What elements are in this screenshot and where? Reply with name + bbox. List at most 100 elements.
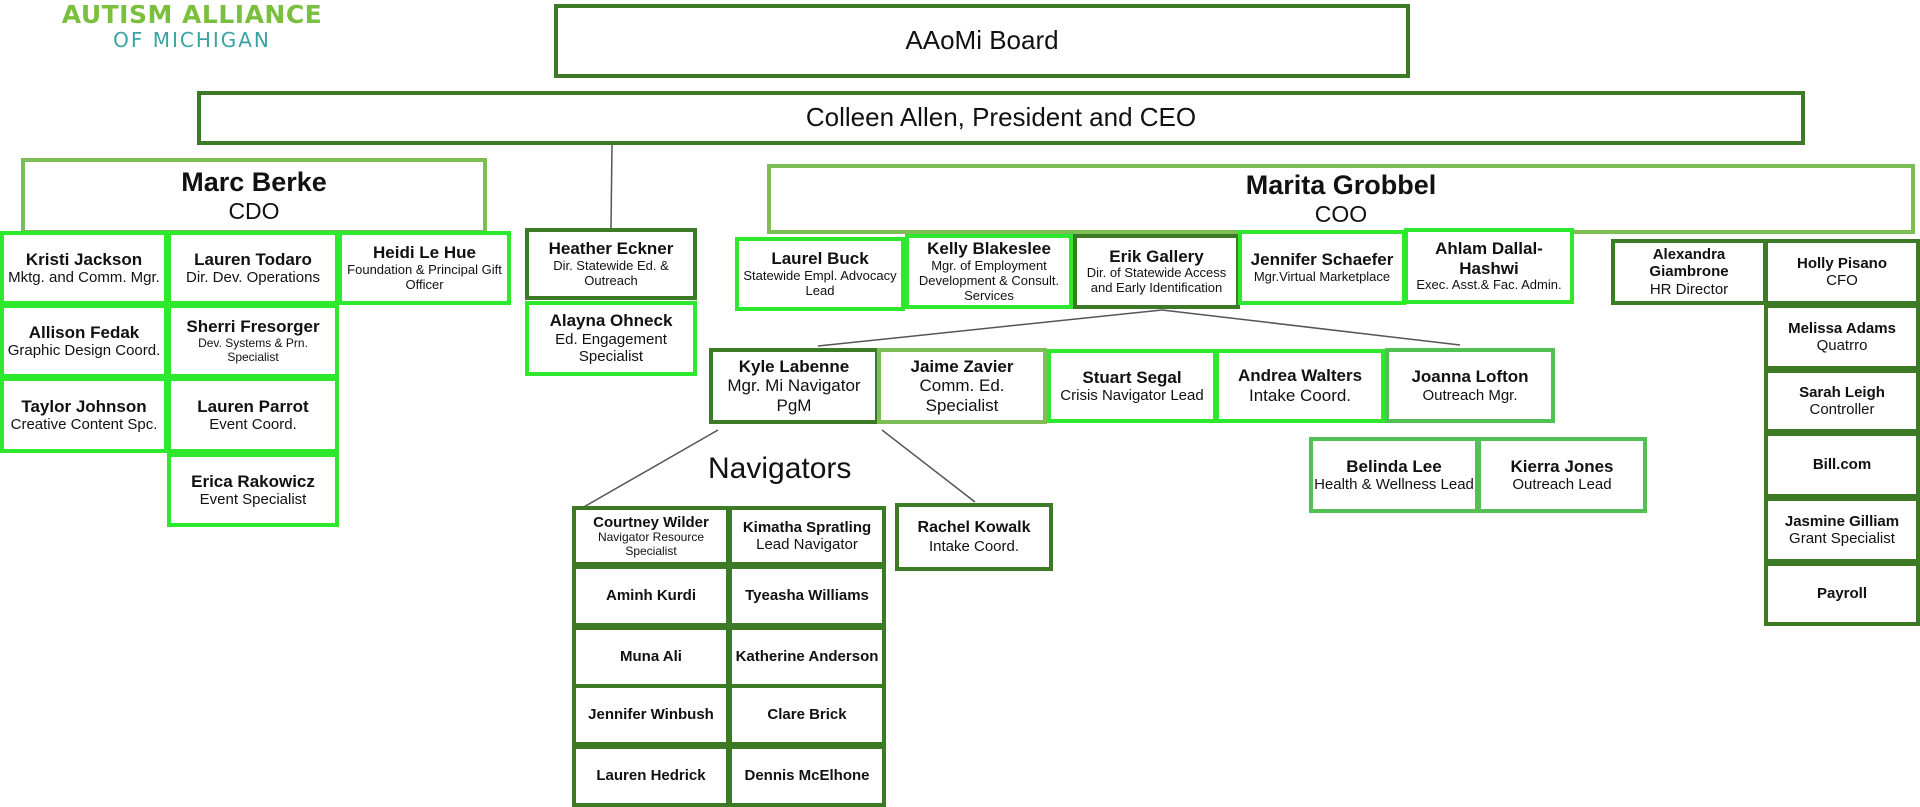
- kimatha-spratling-title: Lead Navigator: [756, 536, 858, 553]
- muna-ali-box: Muna Ali: [572, 626, 730, 688]
- sherri-fresorger-title: Dev. Systems & Prn. Specialist: [198, 335, 308, 364]
- jennifer-schaefer-box: Jennifer Schaefer Mgr.Virtual Marketplac…: [1238, 230, 1406, 305]
- ahlam-dallal-hashwi-title: Exec. Asst.& Fac. Admin.: [1416, 277, 1562, 293]
- melissa-adams-title: Quatrro: [1816, 337, 1868, 354]
- coo-box: Marita Grobbel COO: [767, 164, 1915, 234]
- alayna-ohneck-title: Ed. Engagement Specialist: [555, 331, 667, 366]
- jaime-zavier-title: Comm. Ed. Specialist: [919, 376, 1005, 415]
- sarah-leigh-title: Controller: [1809, 401, 1875, 418]
- cdo-title: CDO: [228, 198, 280, 225]
- joanna-lofton-box: Joanna Lofton Outreach Mgr.: [1385, 348, 1555, 423]
- kristi-jackson-name: Kristi Jackson: [25, 249, 143, 269]
- alexandra-giambrone-title: HR Director: [1649, 280, 1729, 298]
- alexandra-giambrone-name: Alexandra Giambrone: [1649, 246, 1729, 281]
- payroll-box: Payroll: [1764, 562, 1920, 626]
- alayna-ohneck-name: Alayna Ohneck: [549, 311, 673, 331]
- courtney-wilder-box: Courtney Wilder Navigator Resource Speci…: [572, 506, 730, 566]
- payroll-name: Payroll: [1816, 585, 1868, 603]
- heather-eckner-name: Heather Eckner: [548, 239, 674, 259]
- lauren-hedrick-box: Lauren Hedrick: [572, 745, 730, 807]
- aminh-kurdi-name: Aminh Kurdi: [606, 587, 696, 605]
- billcom-name: Bill.com: [1812, 456, 1872, 474]
- sherri-fresorger-box: Sherri Fresorger Dev. Systems & Prn. Spe…: [167, 304, 339, 378]
- muna-ali-name: Muna Ali: [620, 648, 682, 666]
- ahlam-dallal-hashwi-name: Ahlam Dallal-Hashwi: [1435, 238, 1543, 278]
- autism-alliance-logo: AUTISM ALLIANCE OF MICHIGAN: [52, 2, 332, 50]
- logo-line-2: OF MICHIGAN: [113, 28, 271, 52]
- dennis-mcelhone-box: Dennis McElhone: [728, 745, 886, 807]
- jennifer-winbush-box: Jennifer Winbush: [572, 684, 730, 746]
- lauren-todaro-box: Lauren Todaro Dir. Dev. Operations: [167, 231, 339, 305]
- billcom-box: Bill.com: [1764, 432, 1920, 498]
- dennis-mcelhone-name: Dennis McElhone: [744, 767, 870, 785]
- kyle-to-rachel-line: [881, 429, 976, 503]
- kyle-to-courtney-line: [581, 429, 719, 509]
- courtney-wilder-title: Navigator Resource Specialist: [597, 529, 705, 558]
- kierra-jones-box: Kierra Jones Outreach Lead: [1477, 437, 1647, 513]
- holly-pisano-title: CFO: [1826, 272, 1858, 289]
- ceo-to-education-line: [610, 144, 613, 229]
- heather-eckner-box: Heather Eckner Dir. Statewide Ed. & Outr…: [525, 228, 697, 300]
- lauren-parrot-title: Event Coord.: [209, 416, 297, 434]
- lauren-hedrick-name: Lauren Hedrick: [596, 767, 706, 785]
- kyle-labenne-box: Kyle Labenne Mgr. Mi Navigator PgM: [709, 348, 879, 424]
- kelly-blakeslee-box: Kelly Blakeslee Mgr. of Employment Devel…: [905, 234, 1073, 309]
- cdo-name: Marc Berke: [181, 167, 327, 198]
- kelly-blakeslee-name: Kelly Blakeslee: [927, 239, 1051, 259]
- coo-name: Marita Grobbel: [1245, 170, 1437, 201]
- laurel-buck-title: Statewide Empl. Advocacy Lead: [743, 267, 897, 298]
- andrea-walters-title: Intake Coord.: [1248, 386, 1352, 405]
- kristi-jackson-box: Kristi Jackson Mktg. and Comm. Mgr.: [0, 231, 168, 305]
- tyeasha-williams-box: Tyeasha Williams: [728, 565, 886, 627]
- lauren-todaro-title: Dir. Dev. Operations: [186, 269, 320, 287]
- kristi-jackson-title: Mktg. and Comm. Mgr.: [8, 269, 160, 287]
- jennifer-schaefer-name: Jennifer Schaefer: [1250, 250, 1394, 270]
- taylor-johnson-box: Taylor Johnson Creative Content Spc.: [0, 377, 168, 453]
- joanna-lofton-name: Joanna Lofton: [1411, 367, 1529, 387]
- heidi-le-hue-name: Heidi Le Hue: [373, 243, 476, 263]
- logo-line-1: AUTISM ALLIANCE: [61, 0, 323, 29]
- melissa-adams-box: Melissa Adams Quatrro: [1764, 304, 1920, 370]
- kyle-labenne-name: Kyle Labenne: [738, 356, 850, 376]
- heather-eckner-title: Dir. Statewide Ed. & Outreach: [553, 257, 669, 288]
- laurel-buck-box: Laurel Buck Statewide Empl. Advocacy Lea…: [735, 237, 905, 311]
- sarah-leigh-box: Sarah Leigh Controller: [1764, 369, 1920, 433]
- lauren-parrot-box: Lauren Parrot Event Coord.: [167, 377, 339, 453]
- laurel-buck-name: Laurel Buck: [771, 249, 869, 269]
- kimatha-spratling-name: Kimatha Spratling: [742, 518, 872, 536]
- heidi-le-hue-box: Heidi Le Hue Foundation & Principal Gift…: [338, 231, 511, 305]
- melissa-adams-name: Melissa Adams: [1788, 319, 1896, 337]
- rachel-kowalk-box: Rachel Kowalk Intake Coord.: [895, 503, 1053, 571]
- allison-fedak-box: Allison Fedak Graphic Design Coord.: [0, 304, 168, 378]
- holly-pisano-box: Holly Pisano CFO: [1764, 239, 1920, 305]
- sherri-fresorger-name: Sherri Fresorger: [186, 317, 320, 337]
- cdo-box: Marc Berke CDO: [21, 158, 487, 234]
- erica-rakowicz-title: Event Specialist: [199, 491, 307, 509]
- kyle-labenne-title: Mgr. Mi Navigator PgM: [727, 376, 861, 415]
- rachel-kowalk-name: Rachel Kowalk: [917, 519, 1031, 537]
- jennifer-schaefer-title: Mgr.Virtual Marketplace: [1253, 268, 1391, 284]
- kelly-blakeslee-title: Mgr. of Employment Development & Consult…: [918, 257, 1060, 303]
- allison-fedak-name: Allison Fedak: [28, 322, 140, 342]
- coo-title: COO: [1314, 201, 1368, 228]
- lauren-todaro-name: Lauren Todaro: [194, 249, 312, 269]
- courtney-wilder-name: Courtney Wilder: [593, 513, 709, 531]
- kierra-jones-title: Outreach Lead: [1512, 476, 1612, 494]
- erica-rakowicz-name: Erica Rakowicz: [191, 471, 315, 491]
- clare-brick-name: Clare Brick: [767, 706, 847, 724]
- sarah-leigh-name: Sarah Leigh: [1799, 383, 1885, 401]
- andrea-walters-name: Andrea Walters: [1237, 366, 1363, 386]
- kierra-jones-name: Kierra Jones: [1510, 456, 1614, 476]
- alayna-ohneck-box: Alayna Ohneck Ed. Engagement Specialist: [525, 301, 697, 376]
- allison-fedak-title: Graphic Design Coord.: [7, 342, 161, 360]
- erik-gallery-title: Dir. of Statewide Access and Early Ident…: [1086, 265, 1227, 296]
- erik-to-joanna-line: [1161, 309, 1461, 346]
- andrea-walters-box: Andrea Walters Intake Coord.: [1215, 349, 1385, 423]
- clare-brick-box: Clare Brick: [728, 684, 886, 746]
- belinda-lee-name: Belinda Lee: [1346, 456, 1442, 476]
- rachel-kowalk-title: Intake Coord.: [928, 537, 1020, 555]
- ceo-box: Colleen Allen, President and CEO: [197, 91, 1805, 145]
- holly-pisano-name: Holly Pisano: [1796, 254, 1888, 272]
- board-box: AAoMi Board: [554, 4, 1410, 78]
